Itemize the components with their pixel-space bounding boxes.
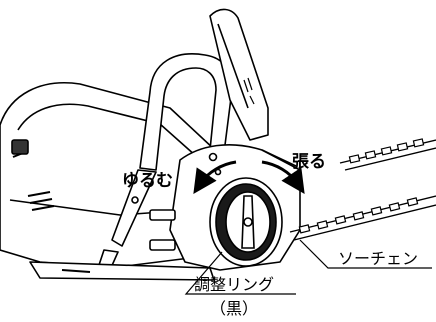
chain-upper-run-2 xyxy=(344,147,436,171)
motor-housing xyxy=(0,82,216,269)
loosen-arrow xyxy=(193,160,237,194)
chain-leader xyxy=(299,239,432,269)
hand-guard-inner xyxy=(217,23,249,109)
tighten-arrow xyxy=(261,160,305,194)
tighten-label: 張る xyxy=(292,152,326,172)
cover-bolt-1 xyxy=(208,152,218,162)
adjustment-ring xyxy=(209,177,283,267)
adjust-ring-color-label: （黒） xyxy=(210,299,258,318)
base-plate xyxy=(29,261,215,281)
adjust-ring-label: 調整リング xyxy=(194,275,274,294)
saw-chain-label: ソーチェン xyxy=(338,249,418,268)
chain-upper-links xyxy=(348,138,425,164)
ring-leader xyxy=(184,251,296,295)
guard-markings xyxy=(243,77,255,105)
chain-lower-run-2 xyxy=(293,204,436,241)
cover-bolt-2 xyxy=(131,196,139,204)
base-slot xyxy=(61,269,91,273)
ring-center xyxy=(243,217,253,227)
chain-lower-links xyxy=(298,197,419,234)
guide-bar-edge xyxy=(261,149,297,167)
saw-chain xyxy=(289,138,436,241)
housing-contour xyxy=(17,103,197,157)
cover-rib-1 xyxy=(149,239,176,251)
rotation-arrows xyxy=(193,160,305,194)
loosen-label: ゆるむ xyxy=(122,171,173,191)
leader-lines xyxy=(184,239,432,295)
handle-leg xyxy=(111,169,157,247)
housing-button xyxy=(11,139,29,155)
cover-rib-2 xyxy=(149,209,176,221)
